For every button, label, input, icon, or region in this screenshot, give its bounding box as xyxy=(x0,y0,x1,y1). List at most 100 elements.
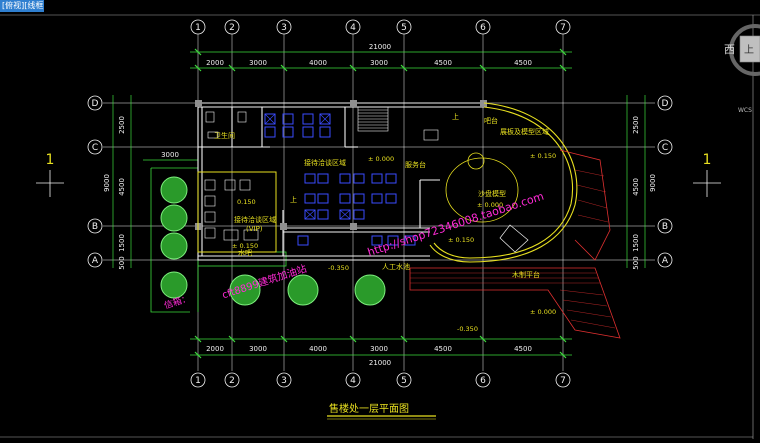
level-1: ± 0.000 xyxy=(368,155,394,163)
axis-left-b: B xyxy=(92,222,98,232)
dim-right-4: 500 xyxy=(632,256,640,269)
levels: ± 0.000 ± 0.150 ± 0.150 ± 0.000 -0.350 ±… xyxy=(232,152,556,333)
level-6: ± 0.000 xyxy=(530,308,556,316)
section-mark-left: 1 xyxy=(46,152,55,168)
wooden-deck xyxy=(409,149,621,339)
dim-top-4: 3000 xyxy=(370,59,388,67)
dim-bot-6: 4500 xyxy=(514,345,532,353)
axis-bot-1: 1 xyxy=(195,376,201,386)
axis-top-1: 1 xyxy=(195,23,201,33)
drawing-title: 售楼处一层平面图 xyxy=(329,402,409,415)
dim-right-2: 4500 xyxy=(632,178,640,196)
label-front-desk: 服务台 xyxy=(405,160,426,169)
section-marks xyxy=(36,170,721,197)
axis-right-d: D xyxy=(662,99,669,109)
label-wc: 卫生间 xyxy=(214,131,235,140)
level-2: ± 0.150 xyxy=(530,152,556,160)
dim-top-3: 4000 xyxy=(309,59,327,67)
label-water-bar: 水吧 xyxy=(238,248,252,257)
label-bar: 吧台 xyxy=(484,116,498,125)
axis-top-5: 5 xyxy=(401,23,407,33)
dim-bot-1: 2000 xyxy=(206,345,224,353)
level-7: -0.350 xyxy=(457,325,478,333)
axis-bot-4: 4 xyxy=(350,376,356,386)
dim-total-bottom: 21000 xyxy=(369,359,391,367)
dim-side-3000: 3000 xyxy=(161,151,179,159)
axis-left-c: C xyxy=(92,143,98,153)
label-up-2: 上 xyxy=(290,195,297,204)
dim-top-1: 2000 xyxy=(206,59,224,67)
vip-sofas xyxy=(204,179,259,241)
section-mark-right: 1 xyxy=(703,152,712,168)
dim-top-2: 3000 xyxy=(249,59,267,67)
wc-fixtures xyxy=(205,111,439,141)
viewcube-wcs: WCS xyxy=(738,107,752,114)
dim-left-3: 1500 xyxy=(118,234,126,252)
room-labels: 卫生间 接待洽谈区域 服务台 接待洽谈区域 (VIP) 展板及模型区域 沙盘模型… xyxy=(214,112,549,279)
axis-labels: 1 2 3 4 5 6 7 1 2 3 4 5 6 7 D C B A D C … xyxy=(92,23,669,386)
dimension-lines xyxy=(112,51,646,356)
level-4: ± 0.000 xyxy=(477,201,503,209)
dim-left-total: 9000 xyxy=(103,174,111,192)
dining-sets xyxy=(264,113,416,246)
dim-left-1: 2500 xyxy=(118,116,126,134)
label-show-area: 展板及模型区域 xyxy=(500,127,549,136)
axis-top-3: 3 xyxy=(281,23,287,33)
axis-bot-5: 5 xyxy=(401,376,407,386)
viewcube[interactable]: 西 上 WCS xyxy=(724,24,760,114)
level-9: ± 0.150 xyxy=(232,242,258,250)
dimension-ticks xyxy=(194,48,567,359)
dim-top-5: 4500 xyxy=(434,59,452,67)
axis-bubbles xyxy=(87,19,673,388)
dim-total-top: 21000 xyxy=(369,43,391,51)
axis-bot-2: 2 xyxy=(229,376,235,386)
label-reception: 接待洽谈区域 xyxy=(304,158,346,167)
dim-left-4: 500 xyxy=(118,256,126,269)
axis-top-2: 2 xyxy=(229,23,235,33)
axis-left-a: A xyxy=(92,256,99,266)
dim-left-2: 4500 xyxy=(118,178,126,196)
axis-top-7: 7 xyxy=(560,23,566,33)
axis-top-6: 6 xyxy=(480,23,486,33)
level-5: -0.350 xyxy=(328,264,349,272)
axis-right-c: C xyxy=(662,143,668,153)
walls xyxy=(197,102,484,261)
vertical-dimension-texts: 2500 4500 1500 500 9000 2500 4500 1500 5… xyxy=(103,116,657,270)
viewcube-top: 上 xyxy=(744,44,754,56)
dim-bot-5: 4500 xyxy=(434,345,452,353)
viewport-tab[interactable]: [俯视][线框] xyxy=(0,0,44,12)
deck-planks xyxy=(410,169,616,329)
axis-right-a: A xyxy=(662,256,669,266)
axis-right-b: B xyxy=(662,222,668,232)
viewcube-west: 西 xyxy=(724,43,735,56)
dim-top-6: 4500 xyxy=(514,59,532,67)
staircase xyxy=(357,106,389,132)
sand-table xyxy=(445,152,519,223)
trees xyxy=(160,176,386,306)
level-8: 0.150 xyxy=(237,198,256,206)
dim-right-total: 9000 xyxy=(649,174,657,192)
dim-right-1: 2500 xyxy=(632,116,640,134)
axis-bot-6: 6 xyxy=(480,376,486,386)
dim-right-3: 1500 xyxy=(632,234,640,252)
label-pond: 人工水池 xyxy=(382,262,410,271)
curved-wall xyxy=(429,102,578,263)
label-vip-area: 接待洽谈区域 xyxy=(234,215,276,224)
axis-bot-3: 3 xyxy=(281,376,287,386)
label-vip: (VIP) xyxy=(246,225,263,233)
dimension-texts: 21000 2000 3000 4000 3000 4500 4500 2000… xyxy=(161,43,532,367)
label-up-1: 上 xyxy=(452,112,459,121)
level-3: ± 0.150 xyxy=(448,236,474,244)
table-crosses xyxy=(264,113,351,220)
axis-top-4: 4 xyxy=(350,23,356,33)
ramp xyxy=(499,224,529,253)
axis-left-d: D xyxy=(92,99,99,109)
vip-room-outline xyxy=(197,171,277,253)
label-sand-table: 沙盘模型 xyxy=(478,189,506,198)
dim-bot-2: 3000 xyxy=(249,345,267,353)
label-deck: 木制平台 xyxy=(512,270,540,279)
dim-bot-3: 4000 xyxy=(309,345,327,353)
dim-bot-4: 3000 xyxy=(370,345,388,353)
